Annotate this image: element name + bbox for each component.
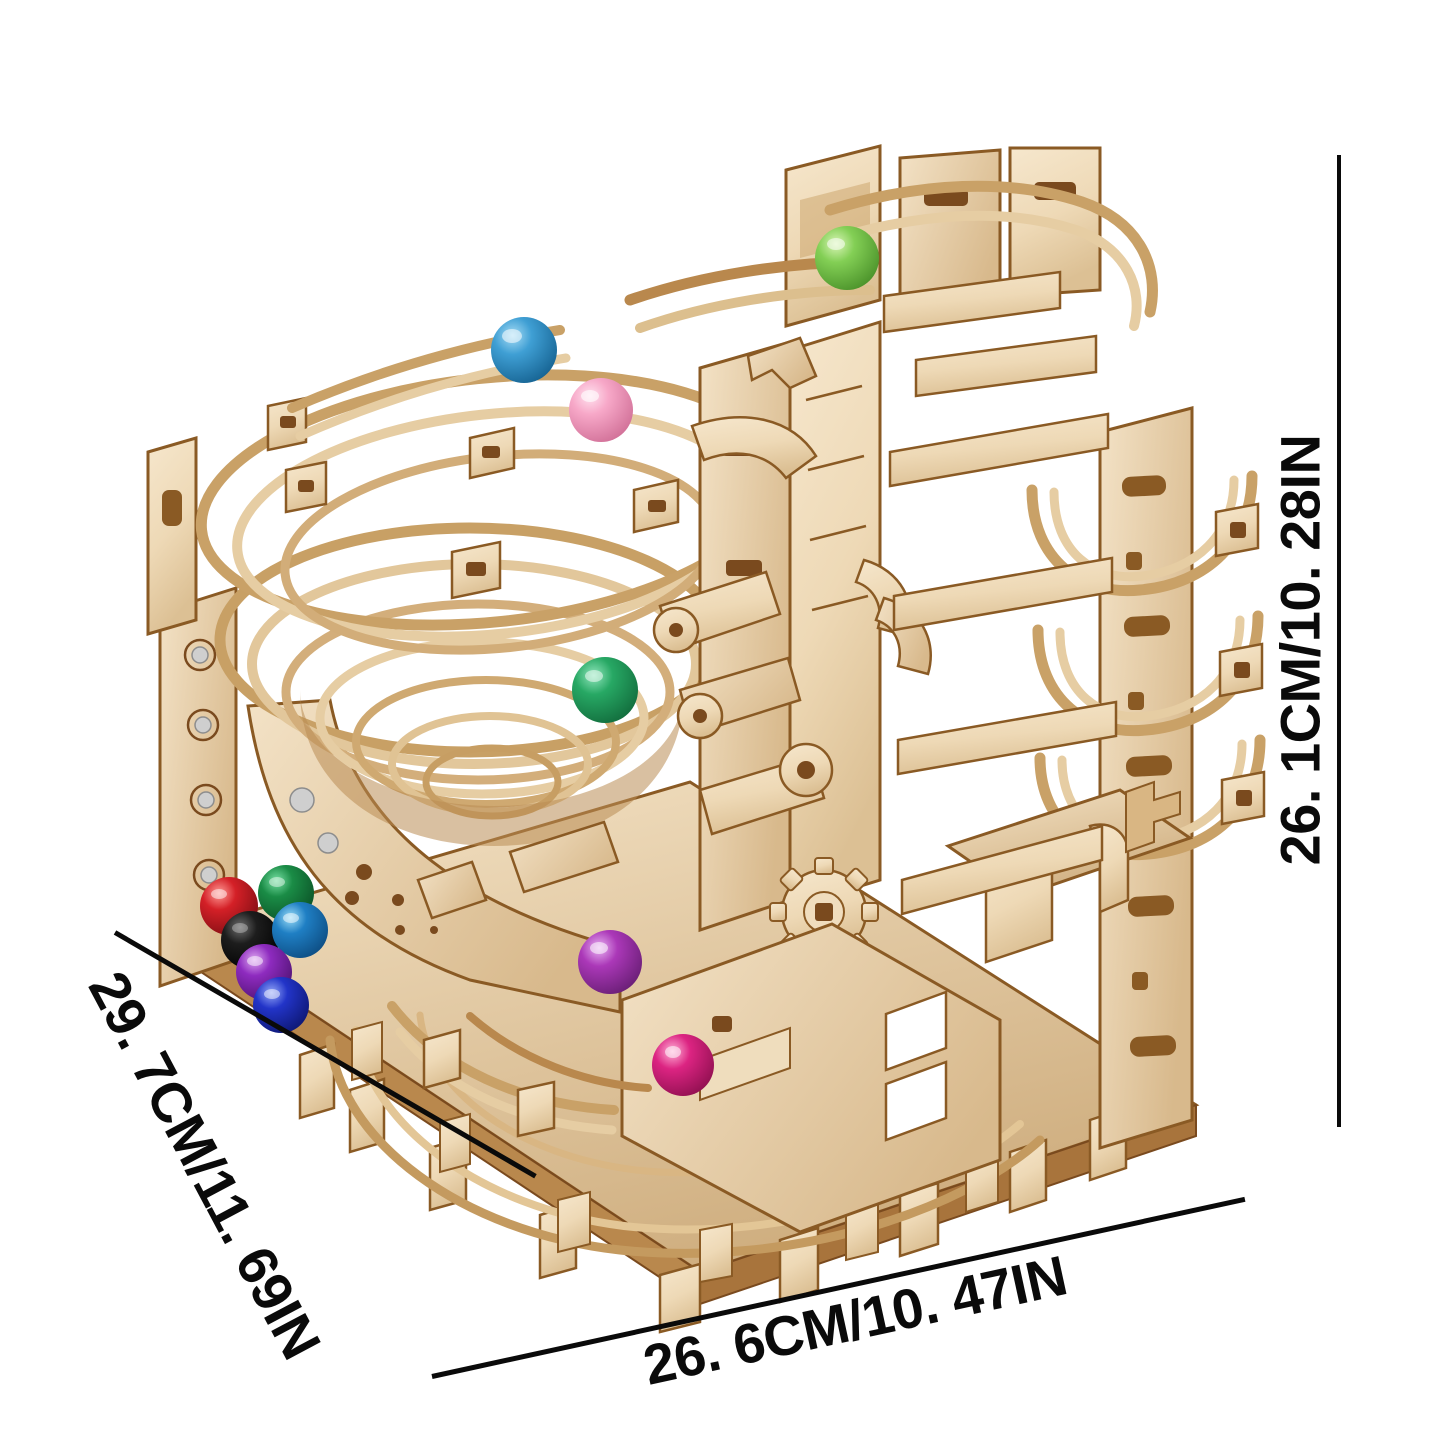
right-ladder-column: [1098, 406, 1194, 1151]
flipper-mechanism: [690, 336, 932, 676]
marble-blue: [491, 317, 557, 383]
marble-pink: [569, 378, 633, 442]
marble-tray-blue: [253, 977, 309, 1033]
dimension-label-height: 26. 1CM/10. 28IN: [1268, 434, 1332, 866]
marbles-in-tray: [200, 865, 328, 1033]
right-cradle-clip-slots: [1230, 522, 1252, 806]
upper-rail-clip-slots: [280, 416, 666, 576]
foreground-connector-rails: [387, 1001, 652, 1135]
marble-magenta: [652, 1034, 714, 1096]
marble-green: [572, 657, 638, 723]
mid-linkage-arms: [652, 570, 834, 836]
top-right-beam-links: [882, 270, 1098, 398]
mid-cross-beams: [888, 412, 1118, 916]
lower-house-frame: [620, 922, 1002, 1234]
funnel-bowl-shadow: [300, 690, 684, 846]
dimension-line-height: [1337, 155, 1341, 1127]
marble-tray-teal: [272, 902, 328, 958]
marble-light-green: [815, 226, 879, 290]
foreground-rail-clips: [422, 1028, 556, 1138]
decor-plates: [416, 820, 620, 920]
marbles-on-track: [491, 226, 879, 1096]
marble-purple: [578, 930, 642, 994]
